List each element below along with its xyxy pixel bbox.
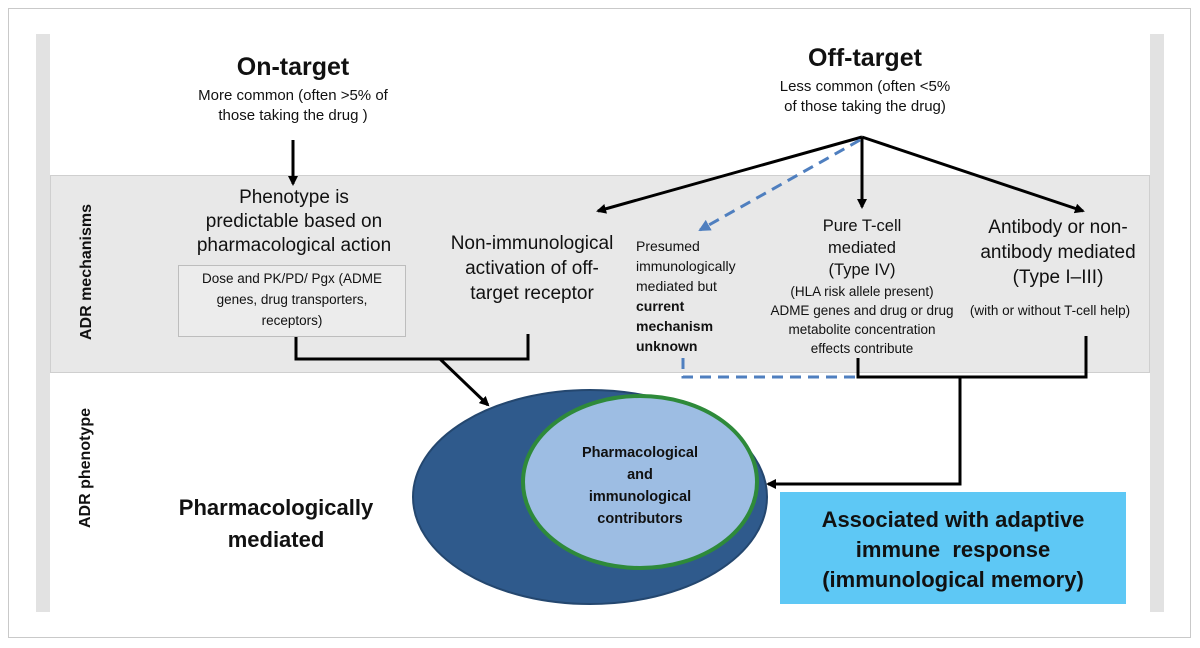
dose-box-line-2: genes, drug transporters, xyxy=(216,292,368,307)
presumed-bold-1: current xyxy=(636,298,685,314)
presumed-line-3: mediated but xyxy=(636,278,717,294)
non-immunological-1: Non-immunological xyxy=(450,233,614,254)
dashed-bracket xyxy=(681,358,860,379)
pure-tcell-detail-3: metabolite concentration xyxy=(788,322,936,337)
right-bracket-arrow xyxy=(766,377,962,489)
inner-ellipse-2: and xyxy=(627,467,653,483)
antibody-2: antibody mediated xyxy=(980,242,1136,263)
inner-ellipse-3: immunological xyxy=(588,489,692,505)
right-margin-strip xyxy=(1150,34,1164,612)
non-immunological-2: activation of off- xyxy=(465,258,599,279)
presumed-line-1: Presumed xyxy=(636,238,700,254)
presumed-bold-3: unknown xyxy=(636,338,698,354)
adaptive-immune-box xyxy=(780,492,1126,604)
off-target-arrow-dashed xyxy=(698,138,861,232)
on-target-subtitle-2: those taking the drug ) xyxy=(218,107,368,124)
pure-tcell-2: mediated xyxy=(828,239,896,257)
pure-tcell-detail-4: effects contribute xyxy=(810,341,914,356)
antibody-detail: (with or without T-cell help) xyxy=(969,303,1131,318)
adaptive-box-line-3: (immunological memory) xyxy=(822,567,1084,592)
pure-tcell-detail-1: (HLA risk allele present) xyxy=(790,284,934,299)
dose-pk-pd-box xyxy=(178,265,406,337)
phenotype-predictable-2: predictable based on xyxy=(205,211,383,232)
inner-ellipse-1: Pharmacological xyxy=(581,445,699,461)
phenotype-predictable-3: pharmacological action xyxy=(196,235,392,256)
left-bracket-arrow xyxy=(438,357,490,407)
on-target-subtitle-1: More common (often >5% of xyxy=(198,87,388,104)
on-target-title: On-target xyxy=(236,53,350,81)
off-target-title: Off-target xyxy=(808,44,922,72)
pure-tcell-detail-2: ADME genes and drug or drug xyxy=(770,303,954,318)
phenotype-predictable-1: Phenotype is xyxy=(239,187,349,208)
left-bracket xyxy=(294,334,530,361)
off-target-arrow-right xyxy=(861,135,1085,214)
left-margin-strip xyxy=(36,34,50,612)
pharmacologically-mediated-1: Pharmacologically xyxy=(178,495,374,520)
pure-tcell-1: Pure T-cell xyxy=(822,217,902,235)
dose-box-line-1: Dose and PK/PD/ Pgx (ADME xyxy=(201,271,383,286)
inner-ellipse-4: contributors xyxy=(597,511,683,527)
off-target-subtitle-2: of those taking the drug) xyxy=(784,98,946,115)
off-target-arrow-left xyxy=(596,135,863,214)
presumed-block: Presumed immunologically mediated but cu… xyxy=(636,236,756,356)
pharmacologically-mediated-2: mediated xyxy=(227,527,325,552)
adaptive-box-line-1: Associated with adaptive xyxy=(821,507,1085,532)
off-target-subtitle-1: Less common (often <5% xyxy=(779,78,951,95)
presumed-bold-2: mechanism xyxy=(636,318,714,334)
dose-box-line-3: receptors) xyxy=(261,313,323,328)
adaptive-box-line-2: immune response xyxy=(855,537,1051,562)
right-bracket xyxy=(856,336,1088,379)
immunological-inner-ellipse xyxy=(521,394,759,570)
figure-frame xyxy=(8,8,1191,638)
pure-tcell-3: (Type IV) xyxy=(828,261,896,279)
presumed-line-2: immunologically xyxy=(636,258,736,274)
antibody-3: (Type I–III) xyxy=(1012,267,1104,288)
non-immunological-3: target receptor xyxy=(470,283,594,304)
antibody-1: Antibody or non- xyxy=(988,217,1128,238)
